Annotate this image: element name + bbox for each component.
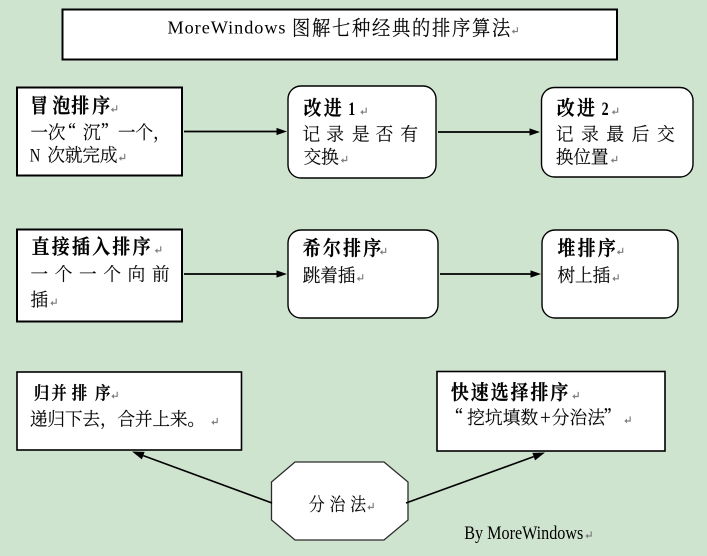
svg-text:2: 2 [602,99,609,120]
svg-text:N: N [30,146,41,167]
svg-text:By MoreWindows: By MoreWindows [464,523,583,544]
svg-text:MoreWindows: MoreWindows [168,18,286,38]
svg-text:1: 1 [348,99,355,120]
